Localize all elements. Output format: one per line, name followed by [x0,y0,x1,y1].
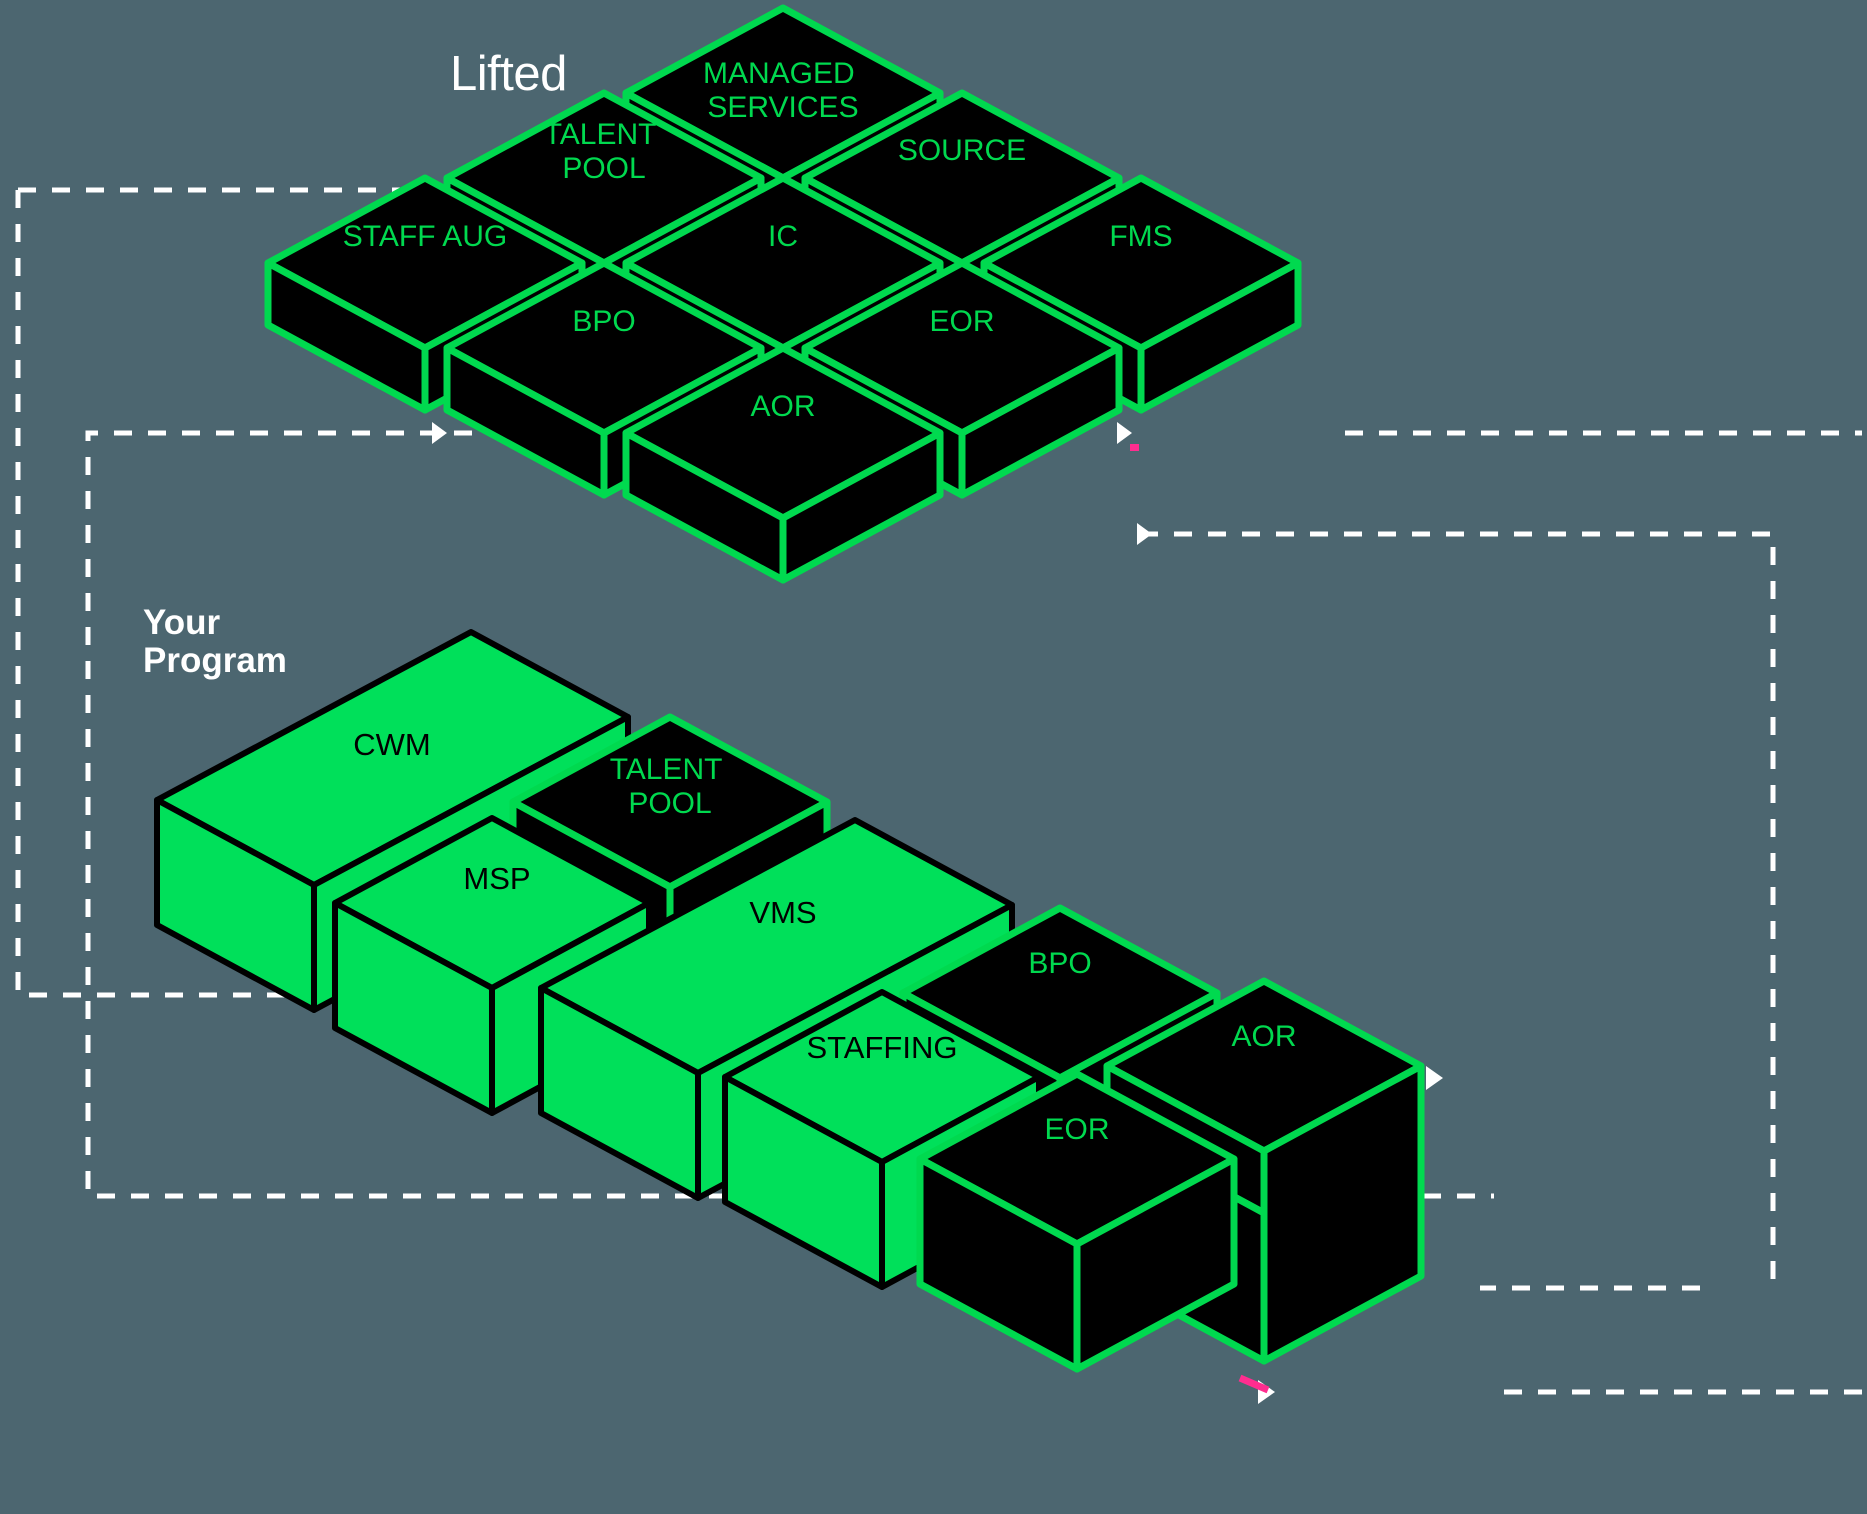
block-label: TALENT POOL [544,118,665,185]
block-label: FMS [1109,220,1172,253]
block-label: AOR [750,390,815,423]
block-label: STAFFING [807,1030,958,1065]
block-staffing[interactable]: STAFFING [722,989,1042,1290]
block-eor[interactable]: EOR [916,1070,1238,1373]
block-label: MSP [463,861,530,896]
arrowhead-upper-right-left [1117,422,1132,444]
block-right-face [958,344,1123,499]
block-label: BPO [1028,947,1091,980]
lifted-stack-group: MANAGED SERVICES SOURCE TALENT POOL [264,4,1302,584]
block-label: MANAGED SERVICES [703,57,863,124]
pink-tick-lower [1238,1374,1270,1394]
block-aor-top[interactable]: AOR [622,344,944,584]
block-right-face [1073,1155,1238,1373]
block-label: BPO [572,305,635,338]
block-label: EOR [929,305,994,338]
arrowhead-layer-bottom [1238,1066,1443,1404]
block-label: TALENT POOL [610,753,731,820]
arrowhead-staff-aug-left [432,422,447,444]
block-right-face [779,429,944,584]
block-label: IC [768,220,798,253]
your-program-label: Your Program [143,603,287,680]
pink-tick-upper [1130,444,1139,451]
lifted-logo: Lifted [450,47,567,101]
block-label: STAFF AUG [343,220,507,253]
arrowhead-aor-out-right [1426,1066,1443,1090]
arrowhead-layer-top [432,422,1152,545]
block-right-face [1137,259,1302,414]
connector-aor-top [1140,531,1776,1288]
block-label: SOURCE [898,134,1026,167]
arrowhead-aor-right [1137,523,1152,545]
your-program-group: CWM TALENT POOL MSP [154,629,1425,1373]
block-label: EOR [1044,1113,1109,1146]
block-label: AOR [1231,1020,1296,1053]
block-label: CWM [353,727,430,762]
block-label: VMS [749,895,816,930]
